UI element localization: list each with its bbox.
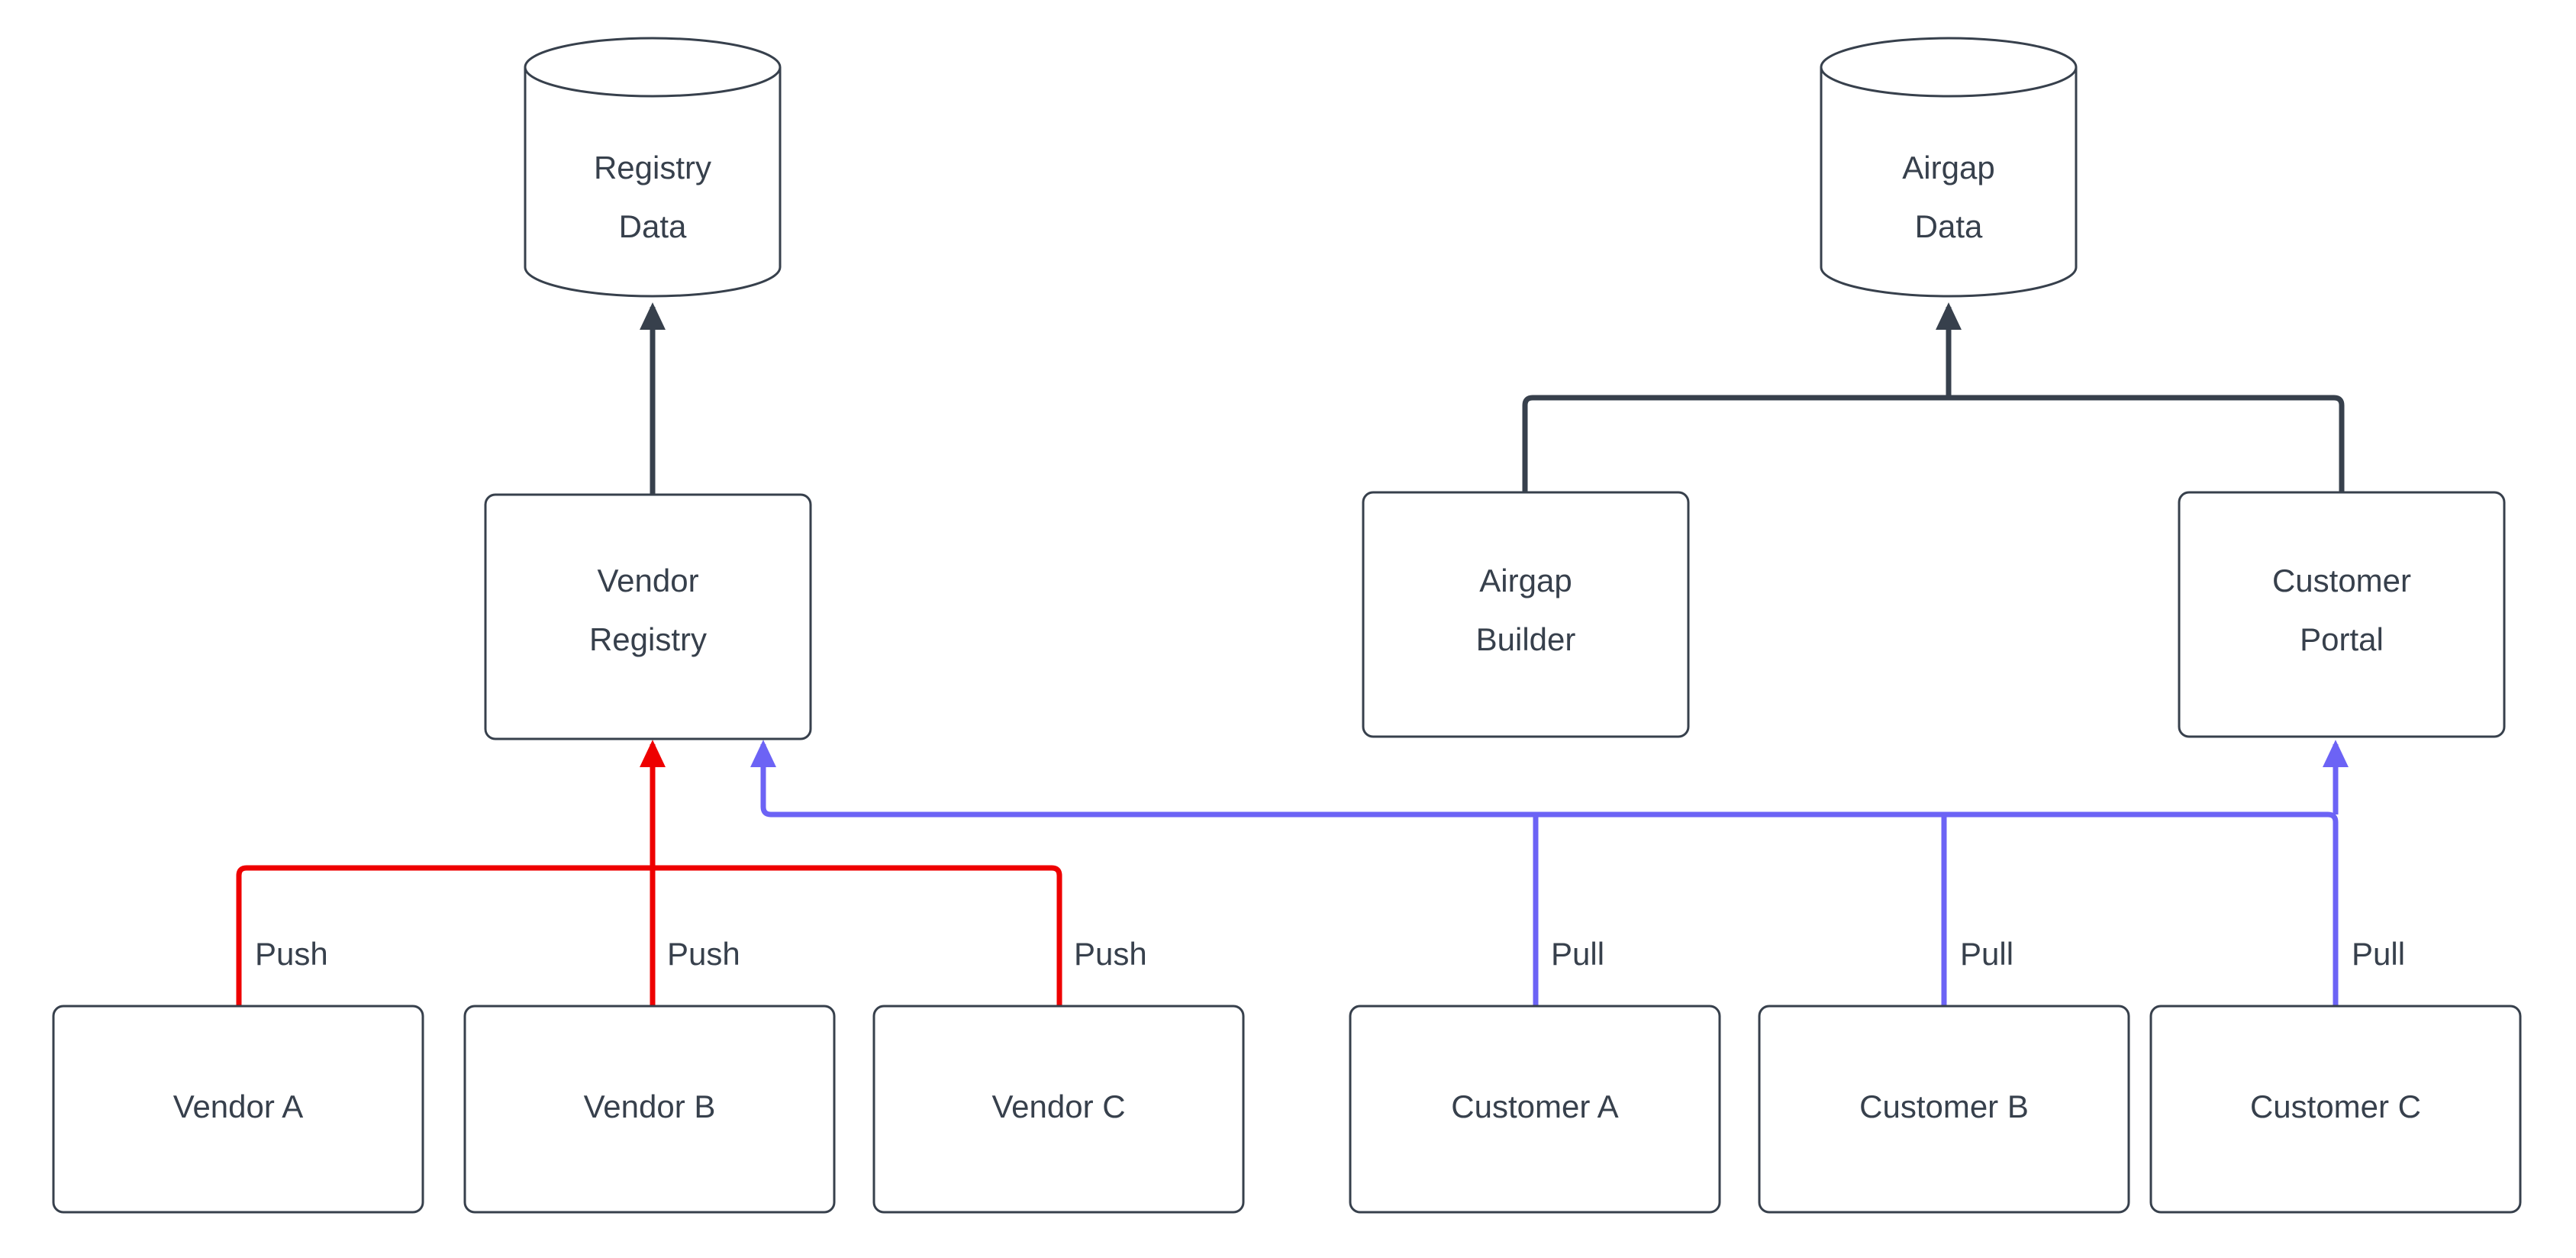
node-vendor-a[interactable]: Vendor A [52,1005,424,1214]
airgap-data-cylinder-body [1820,67,2078,298]
edge-bus-airgap-data [1522,395,2345,492]
edge-label-push-c: Push [1074,936,1147,972]
customer-portal-label-line2: Portal [2300,621,2384,657]
edge-label-push-a: Push [255,936,328,972]
node-airgap-data[interactable]: Airgap Data [1820,37,2078,298]
registry-data-cylinder-top [524,37,782,98]
airgap-data-label-line1: Airgap [1902,150,1994,185]
customer-portal-box [2178,491,2506,738]
edge-bus-pull [750,740,2339,1006]
registry-data-label-line1: Registry [594,150,711,185]
edge-label-push-b: Push [667,936,740,972]
node-customer-b[interactable]: Customer B [1758,1005,2130,1214]
node-registry-data[interactable]: Registry Data [524,37,782,298]
vendor-registry-label-line2: Registry [589,621,707,657]
airgap-builder-label-line2: Builder [1476,621,1576,657]
customer-a-box [1349,1005,1721,1214]
node-vendor-c[interactable]: Vendor C [872,1005,1245,1214]
node-customer-a[interactable]: Customer A [1349,1005,1721,1214]
airgap-builder-box [1362,491,1690,738]
node-customer-c[interactable]: Customer C [2149,1005,2522,1214]
vendor-b-box [463,1005,836,1214]
vendor-b-label: Vendor B [584,1089,716,1124]
node-vendor-b[interactable]: Vendor B [463,1005,836,1214]
edge-label-pull-c: Pull [2352,936,2405,972]
vendor-a-label: Vendor A [173,1089,303,1124]
customer-a-label: Customer A [1451,1089,1618,1124]
customer-portal-label-line1: Customer [2272,563,2411,598]
node-airgap-builder[interactable]: Airgap Builder [1362,491,1690,738]
edge-label-pull-b: Pull [1960,936,2013,972]
airgap-data-cylinder-top [1820,37,2078,98]
vendor-c-box [872,1005,1245,1214]
airgap-data-label-line2: Data [1915,208,1983,244]
node-customer-portal[interactable]: Customer Portal [2178,491,2506,738]
registry-data-label-line2: Data [619,208,687,244]
customer-c-label: Customer C [2250,1089,2421,1124]
vendor-a-box [52,1005,424,1214]
customer-b-label: Customer B [1859,1089,2029,1124]
customer-c-box [2149,1005,2522,1214]
registry-data-cylinder-body [524,67,782,298]
edge-label-pull-a: Pull [1551,936,1604,972]
vendor-registry-box [484,493,812,740]
node-vendor-registry[interactable]: Vendor Registry [484,493,812,740]
vendor-c-label: Vendor C [991,1089,1125,1124]
edge-bus-push [236,865,1062,1006]
vendor-registry-label-line1: Vendor [597,563,698,598]
customer-b-box [1758,1005,2130,1214]
airgap-builder-label-line1: Airgap [1479,563,1572,598]
